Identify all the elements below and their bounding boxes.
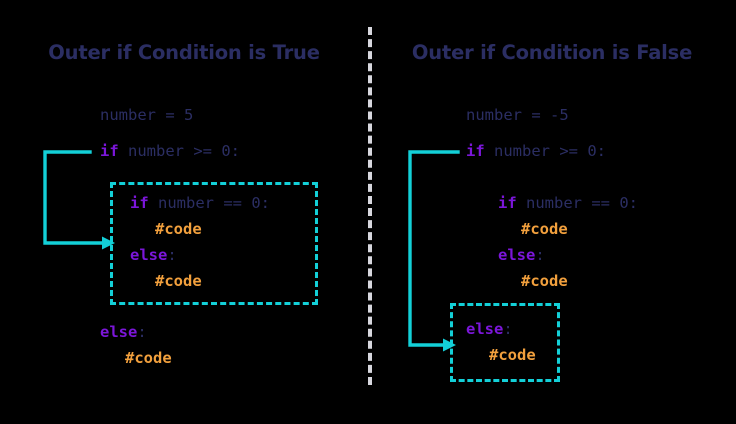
code-line-outer-if: if number >= 0: bbox=[100, 142, 240, 160]
code-token: #code bbox=[521, 220, 568, 238]
flow-arrow-to-outer-else bbox=[408, 150, 460, 352]
code-line-outer-else-body: #code bbox=[125, 349, 172, 367]
code-token: #code bbox=[125, 349, 172, 367]
code-line-outer-if: if number >= 0: bbox=[466, 142, 606, 160]
code-token: if bbox=[466, 142, 485, 160]
code-token: else bbox=[130, 246, 168, 264]
code-token: number >= 0: bbox=[484, 142, 606, 160]
panel-outer-if-true: Outer if Condition is True bbox=[48, 41, 320, 64]
code-token: : bbox=[137, 323, 147, 341]
code-token: else bbox=[100, 323, 138, 341]
panel-title-false: Outer if Condition is False bbox=[411, 41, 693, 64]
code-token: #code bbox=[489, 346, 536, 364]
code-line-inner-else: else: bbox=[498, 246, 545, 264]
code-line-inner-else: else: bbox=[130, 246, 177, 264]
code-line-inner-if: if number == 0: bbox=[130, 194, 270, 212]
code-line-outer-else-body: #code bbox=[489, 346, 536, 364]
code-token: number == 0: bbox=[148, 194, 270, 212]
code-line-inner-else-body: #code bbox=[155, 272, 202, 290]
code-token: number >= 0: bbox=[118, 142, 240, 160]
code-line-number-assign: number = -5 bbox=[466, 106, 569, 124]
code-line-inner-if-body: #code bbox=[155, 220, 202, 238]
code-token: number = -5 bbox=[466, 106, 569, 124]
vertical-dashed-divider bbox=[368, 27, 372, 385]
code-line-outer-else: else: bbox=[100, 323, 147, 341]
code-token: : bbox=[503, 320, 513, 338]
code-token: number == 0: bbox=[516, 194, 638, 212]
code-line-inner-else-body: #code bbox=[521, 272, 568, 290]
code-token: number = 5 bbox=[100, 106, 194, 124]
code-token: if bbox=[498, 194, 517, 212]
code-line-number-assign: number = 5 bbox=[100, 106, 194, 124]
code-line-outer-else: else: bbox=[466, 320, 513, 338]
highlight-box-outer-else bbox=[450, 303, 560, 382]
code-token: if bbox=[130, 194, 149, 212]
code-line-inner-if-body: #code bbox=[521, 220, 568, 238]
code-token: #code bbox=[521, 272, 568, 290]
code-token: #code bbox=[155, 272, 202, 290]
code-token: : bbox=[535, 246, 545, 264]
panel-title-true: Outer if Condition is True bbox=[48, 41, 320, 64]
panel-outer-if-false: Outer if Condition is False bbox=[368, 0, 736, 424]
code-token: else bbox=[498, 246, 536, 264]
code-token: : bbox=[167, 246, 177, 264]
code-line-inner-if: if number == 0: bbox=[498, 194, 638, 212]
flow-arrow-to-inner-block bbox=[43, 150, 115, 250]
code-token: else bbox=[466, 320, 504, 338]
code-token: if bbox=[100, 142, 119, 160]
code-token: #code bbox=[155, 220, 202, 238]
